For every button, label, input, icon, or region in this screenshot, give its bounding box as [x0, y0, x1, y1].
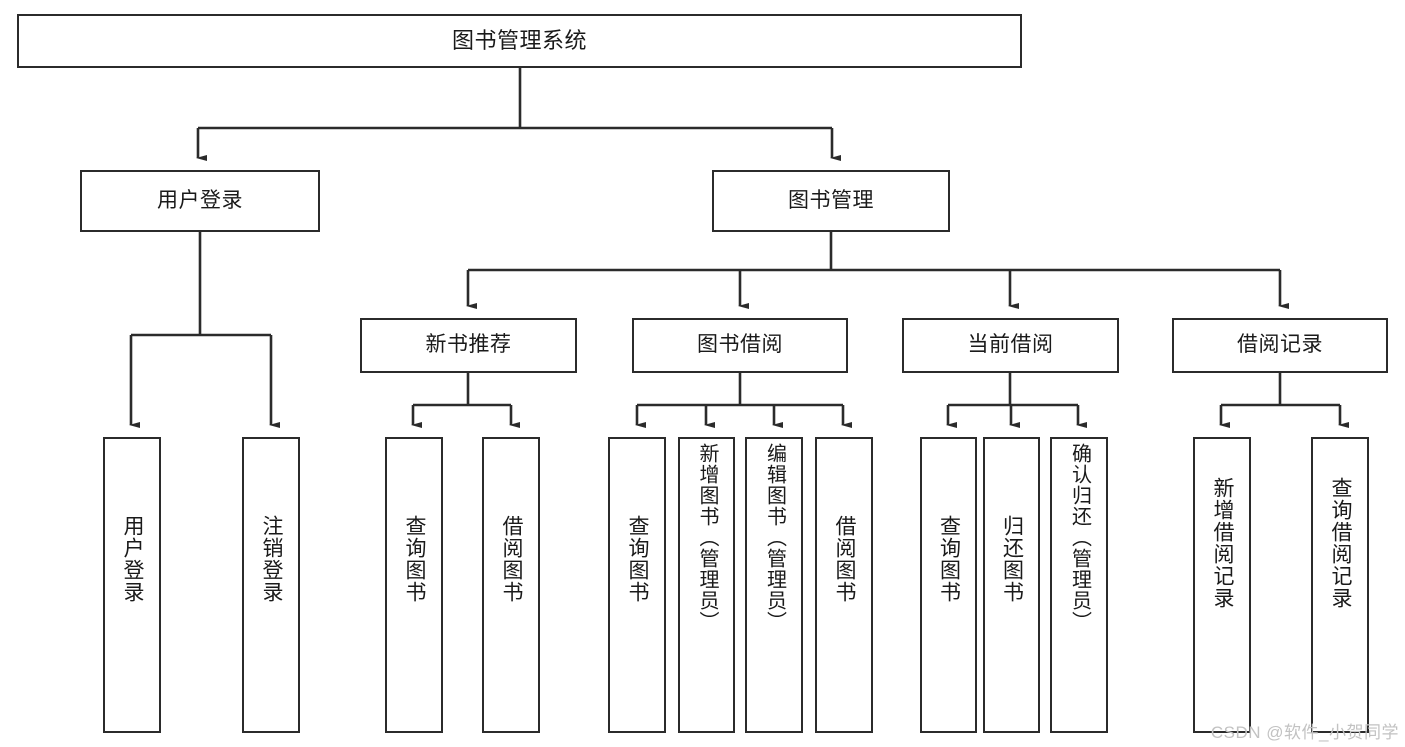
- node-borrow-record[interactable]: 借阅记录: [1172, 318, 1388, 373]
- node-book-borrow[interactable]: 图书借阅: [632, 318, 848, 373]
- node-leaf-query-book-1[interactable]: 查询图书: [385, 437, 443, 733]
- node-leaf-confirm-return-label: 确认归还（管理员）: [1068, 443, 1091, 632]
- node-book-manage[interactable]: 图书管理: [712, 170, 950, 232]
- node-current-borrow[interactable]: 当前借阅: [902, 318, 1119, 373]
- node-leaf-confirm-return[interactable]: 确认归还（管理员）: [1050, 437, 1108, 733]
- node-leaf-borrow-book-1-label: 借阅图书: [500, 515, 524, 603]
- node-leaf-borrow-book-2[interactable]: 借阅图书: [815, 437, 873, 733]
- watermark: CSDN @软件_小贺同学: [1210, 723, 1399, 742]
- node-leaf-query-record-label: 查询借阅记录: [1329, 477, 1353, 609]
- node-leaf-edit-book-label: 编辑图书（管理员）: [763, 443, 786, 632]
- node-current-borrow-label: 当前借阅: [967, 333, 1054, 357]
- node-leaf-query-book-2[interactable]: 查询图书: [608, 437, 666, 733]
- node-leaf-borrow-book-1[interactable]: 借阅图书: [482, 437, 540, 733]
- node-borrow-record-label: 借阅记录: [1237, 333, 1323, 357]
- node-new-book-recommend-label: 新书推荐: [425, 333, 512, 357]
- node-book-manage-label: 图书管理: [788, 188, 874, 212]
- node-leaf-query-book-3[interactable]: 查询图书: [920, 437, 977, 733]
- node-user-login[interactable]: 用户登录: [80, 170, 320, 232]
- node-leaf-user-login[interactable]: 用户登录: [103, 437, 161, 733]
- node-leaf-add-book[interactable]: 新增图书（管理员）: [678, 437, 735, 733]
- node-leaf-query-book-2-label: 查询图书: [626, 515, 650, 603]
- node-leaf-query-record[interactable]: 查询借阅记录: [1311, 437, 1369, 733]
- node-leaf-edit-book[interactable]: 编辑图书（管理员）: [745, 437, 803, 733]
- node-leaf-return-book-label: 归还图书: [1000, 515, 1024, 603]
- node-root[interactable]: 图书管理系统: [17, 14, 1022, 68]
- node-new-book-recommend[interactable]: 新书推荐: [360, 318, 577, 373]
- node-leaf-logout[interactable]: 注销登录: [242, 437, 300, 733]
- node-book-borrow-label: 图书借阅: [697, 333, 783, 357]
- node-root-label: 图书管理系统: [451, 28, 587, 54]
- node-leaf-add-record[interactable]: 新增借阅记录: [1193, 437, 1251, 733]
- node-user-login-label: 用户登录: [157, 188, 243, 212]
- node-leaf-return-book[interactable]: 归还图书: [983, 437, 1040, 733]
- node-leaf-borrow-book-2-label: 借阅图书: [833, 515, 857, 603]
- node-leaf-query-book-1-label: 查询图书: [403, 515, 427, 603]
- node-leaf-query-book-3-label: 查询图书: [937, 515, 961, 603]
- node-leaf-logout-label: 注销登录: [260, 515, 284, 603]
- node-leaf-add-book-label: 新增图书（管理员）: [696, 443, 718, 632]
- node-leaf-user-login-label: 用户登录: [121, 515, 145, 603]
- node-leaf-add-record-label: 新增借阅记录: [1211, 477, 1235, 609]
